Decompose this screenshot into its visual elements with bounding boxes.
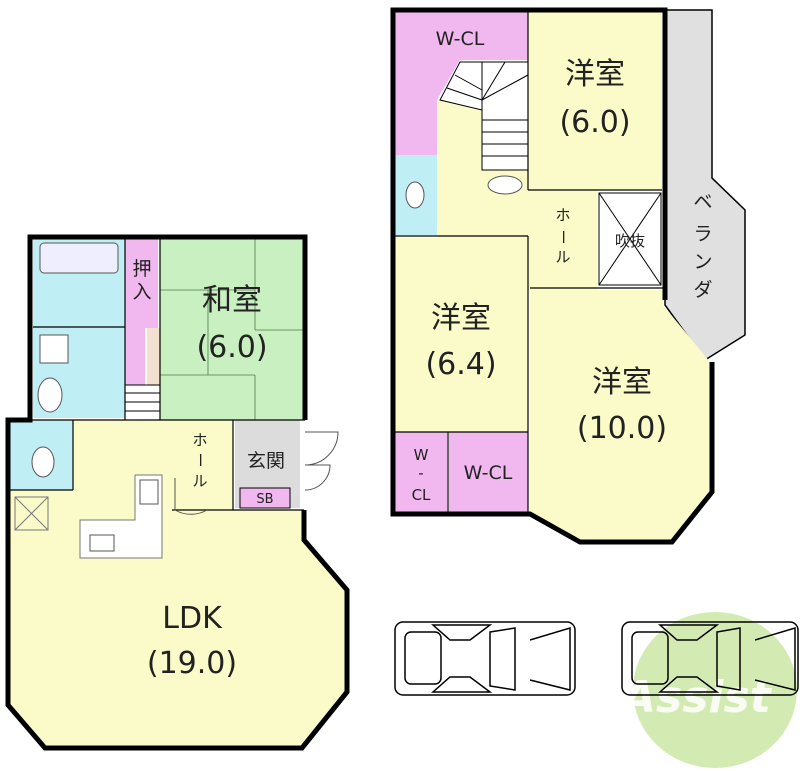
walls-1f <box>5 234 350 751</box>
veranda <box>664 9 746 362</box>
oshiire-label-2: 入 <box>132 281 151 303</box>
hall-2f-label-1: ホ <box>555 206 570 224</box>
floor-1: 押 入 和室 (6.0) ホ ー ル 玄関 SB LDK (19.0) <box>5 234 350 751</box>
parking-car-2 <box>621 621 799 696</box>
hall-2f-label-2: ー <box>554 229 572 244</box>
walls-2f <box>390 7 715 545</box>
oshiire-label-1: 押 <box>132 258 151 280</box>
youshitsu-10-0-size: (10.0) <box>577 411 667 446</box>
veranda-label-1: ベ <box>693 191 712 213</box>
youshitsu-6-0-name: 洋室 <box>565 57 625 92</box>
oshiire-closet <box>125 237 158 328</box>
fukinuke-void <box>598 192 662 286</box>
wcl-bottom-closet <box>449 432 528 512</box>
storage-strip <box>147 328 160 385</box>
stairs-2f <box>439 61 529 171</box>
veranda-label-4: ダ <box>693 279 712 301</box>
hand-basin-2f <box>487 175 523 195</box>
wcl-small-label-3: CL <box>412 486 431 504</box>
youshitsu-6-0-room <box>528 10 662 190</box>
inner-walls-2f <box>395 10 663 512</box>
washitsu-name: 和室 <box>202 283 262 318</box>
wcl-top-closet <box>395 10 528 155</box>
wash-basin <box>37 377 63 413</box>
small-closet <box>125 328 145 385</box>
inner-walls-1f <box>10 237 305 511</box>
veranda-label-3: ン <box>693 251 712 273</box>
wcl-bottom-label: W-CL <box>464 462 513 484</box>
youshitsu-6-4-size: (6.4) <box>425 347 496 382</box>
genkan-label: 玄関 <box>247 450 285 472</box>
ldk-name: LDK <box>162 601 223 636</box>
wcl-top-label: W-CL <box>436 28 485 50</box>
wcl-small-closet <box>395 432 447 512</box>
washitsu-size: (6.0) <box>196 330 267 365</box>
fukinuke-label: 吹抜 <box>615 232 645 250</box>
hall-2f-label-3: ル <box>555 248 570 266</box>
tatami-lines <box>160 237 305 420</box>
bathtub <box>39 242 119 274</box>
toilet-bowl-1f <box>31 446 55 478</box>
youshitsu-6-4-name: 洋室 <box>431 301 491 336</box>
shoe-box <box>239 487 291 509</box>
door-swing-hall <box>174 478 208 515</box>
fridge-space <box>14 496 49 531</box>
entrance-door <box>304 431 339 491</box>
floor-2: W-CL 洋室 (6.0) ホ ー ル 吹抜 ベ ラ ン ダ 洋室 (6.4) … <box>390 7 746 545</box>
hall-1f-label-3: ル <box>192 472 207 490</box>
youshitsu-10-0-name: 洋室 <box>592 365 652 400</box>
wcl-small-label-2: - <box>418 464 423 482</box>
washing-machine <box>39 334 69 364</box>
logo-text: Assist <box>619 672 773 723</box>
washitsu-room <box>160 237 305 420</box>
stair-steps-1f <box>125 392 162 412</box>
youshitsu-6-4-room <box>395 238 528 432</box>
wcl-small-label-1: W <box>414 446 429 464</box>
hall-1f-label-1: ホ <box>192 431 207 449</box>
sb-label: SB <box>256 492 273 507</box>
sink <box>89 534 115 552</box>
youshitsu-10-0-room <box>530 290 710 540</box>
ldk-size: (19.0) <box>147 646 237 681</box>
veranda-label-2: ラ <box>693 223 712 245</box>
youshitsu-6-0-size: (6.0) <box>559 105 630 140</box>
hall-1f-label-2: ー <box>191 452 209 467</box>
parking-car-1 <box>394 621 576 696</box>
toilet-bowl-2f <box>405 181 425 209</box>
stove <box>139 479 159 505</box>
